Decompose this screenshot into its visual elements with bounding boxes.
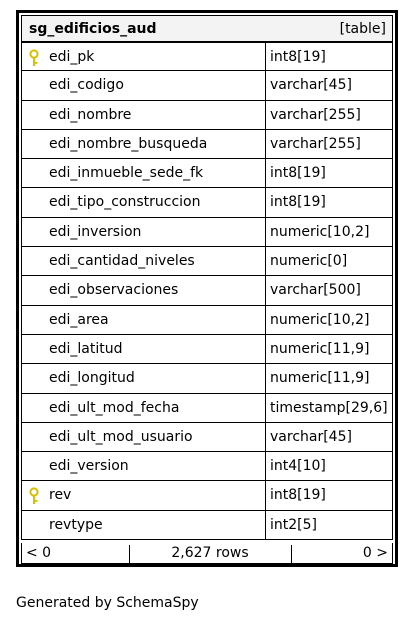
column-type: int8[19] [270,165,326,182]
column-type-cell: timestamp[29,6] [266,393,393,423]
column-type-cell: numeric[11,9] [266,364,393,394]
column-list: edi_pk int8[19] edi_codigo varchar[45] edi_n… [21,42,393,541]
column-row: edi_cantidad_niveles numeric[0] [21,247,393,277]
key-icon [29,487,39,505]
column-row: edi_inversion numeric[10,2] [21,217,393,248]
child-count: 0 > [362,545,388,561]
table-kind: [table] [339,21,386,37]
column-name: edi_ult_mod_usuario [49,428,193,445]
column-type: numeric[10,2] [270,311,370,328]
column-type: varchar[500] [270,282,361,299]
column-row: rev int8[19] [21,481,393,511]
column-row: edi_ult_mod_usuario varchar[45] [21,422,393,453]
column-name: edi_nombre_busqueda [49,135,208,152]
column-name: edi_version [49,458,129,475]
column-type: timestamp[29,6] [270,399,388,416]
table-header: sg_edificios_aud [table] [21,15,393,42]
column-name-cell: edi_cantidad_niveles [21,247,266,277]
column-type-cell: varchar[45] [266,422,393,453]
column-type-cell: varchar[255] [266,129,393,160]
column-type-cell: int8[19] [266,188,393,218]
column-type: varchar[45] [270,77,352,94]
column-type: numeric[0] [270,253,348,270]
table-footer: < 0 2,627 rows 0 > [21,543,393,565]
column-name-cell: edi_inmueble_sede_fk [21,159,266,189]
column-type-cell: int8[19] [266,159,393,189]
column-name: edi_pk [49,49,95,65]
column-type-cell: numeric[10,2] [266,305,393,335]
column-row: edi_ult_mod_fecha timestamp[29,6] [21,393,393,423]
column-name-cell: edi_pk [21,42,266,72]
column-name-cell: edi_nombre [21,100,266,130]
column-type: numeric[11,9] [270,340,370,357]
column-name-cell: edi_ult_mod_usuario [21,422,266,453]
column-type-cell: numeric[10,2] [266,217,393,248]
row-count: 2,627 rows [171,545,249,561]
column-name-cell: edi_nombre_busqueda [21,129,266,160]
column-name: edi_tipo_construccion [49,194,201,211]
column-type-cell: varchar[255] [266,100,393,130]
column-name: edi_nombre [49,106,132,123]
column-type: varchar[45] [270,428,352,445]
column-type: int8[19] [270,487,326,504]
column-name-cell: edi_inversion [21,217,266,248]
table-name: sg_edificios_aud [29,21,157,37]
column-name: revtype [49,516,103,533]
column-name: edi_longitud [49,370,135,387]
column-row: edi_pk int8[19] [21,42,393,72]
column-name: edi_codigo [49,77,124,94]
column-type: int4[10] [270,458,326,475]
column-row: edi_longitud numeric[11,9] [21,364,393,394]
column-type: int8[19] [270,49,326,65]
column-type: int2[5] [270,516,317,533]
column-name-cell: rev [21,481,266,511]
column-name: edi_ult_mod_fecha [49,399,180,416]
column-type-cell: int4[10] [266,452,393,482]
column-name-cell: edi_codigo [21,71,266,101]
column-row: edi_nombre_busqueda varchar[255] [21,129,393,160]
column-row: edi_area numeric[10,2] [21,305,393,335]
column-name: edi_inmueble_sede_fk [49,165,204,182]
column-row: revtype int2[5] [21,510,393,541]
column-row: edi_observaciones varchar[500] [21,276,393,306]
column-name-cell: edi_longitud [21,364,266,394]
column-name-cell: edi_version [21,452,266,482]
column-type: varchar[255] [270,106,361,123]
footer-divider [291,545,292,565]
column-type-cell: varchar[45] [266,71,393,101]
column-name-cell: edi_ult_mod_fecha [21,393,266,423]
column-name: edi_area [49,311,109,328]
key-icon [29,49,39,66]
column-name: edi_inversion [49,223,142,240]
column-name: edi_latitud [49,340,123,357]
column-name: edi_observaciones [49,282,179,299]
generated-by-label: Generated by SchemaSpy [16,595,199,611]
column-type-cell: int8[19] [266,42,393,72]
column-type: numeric[11,9] [270,370,370,387]
footer-divider [129,545,130,565]
parent-count: < 0 [26,545,52,561]
column-row: edi_version int4[10] [21,452,393,482]
column-type: varchar[255] [270,135,361,152]
column-type-cell: int8[19] [266,481,393,511]
column-name: edi_cantidad_niveles [49,253,195,270]
column-type: numeric[10,2] [270,223,370,240]
column-row: edi_latitud numeric[11,9] [21,334,393,365]
column-type-cell: int2[5] [266,510,393,541]
column-row: edi_tipo_construccion int8[19] [21,188,393,218]
column-row: edi_inmueble_sede_fk int8[19] [21,159,393,189]
column-name-cell: edi_area [21,305,266,335]
column-name: rev [49,487,72,504]
column-name-cell: edi_latitud [21,334,266,365]
column-type: int8[19] [270,194,326,211]
column-name-cell: revtype [21,510,266,541]
column-row: edi_nombre varchar[255] [21,100,393,130]
column-type-cell: numeric[11,9] [266,334,393,365]
column-type-cell: varchar[500] [266,276,393,306]
column-name-cell: edi_tipo_construccion [21,188,266,218]
column-type-cell: numeric[0] [266,247,393,277]
column-name-cell: edi_observaciones [21,276,266,306]
column-row: edi_codigo varchar[45] [21,71,393,101]
